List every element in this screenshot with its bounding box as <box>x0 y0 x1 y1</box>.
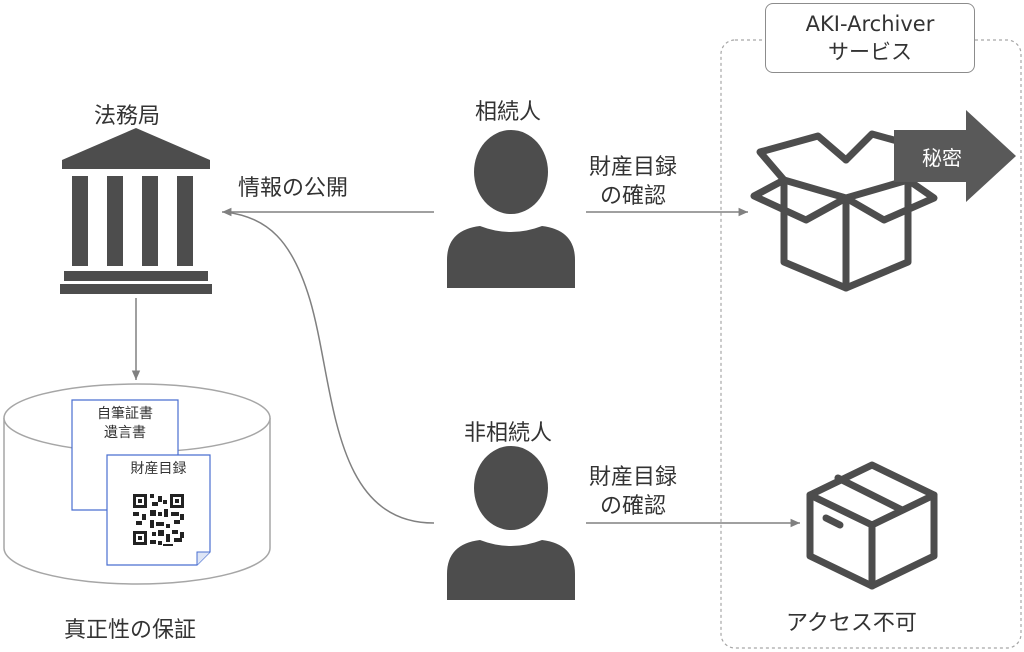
authenticity-label: 真正性の保証 <box>64 618 197 643</box>
secret-arrow <box>894 110 1016 202</box>
non-heir-check-line1: 財産目録 <box>588 465 677 490</box>
service-title-line1: AKI-Archiver <box>805 12 935 36</box>
non-heir-to-court-curve <box>225 211 435 524</box>
service-boundary <box>720 39 1022 649</box>
publish-label: 情報の公開 <box>238 176 349 201</box>
non-heir-label: 非相続人 <box>464 421 553 446</box>
heir-person-icon <box>447 130 575 288</box>
non-heir-check-label: 財産目録 の確認 <box>583 463 683 521</box>
secret-label: 秘密 <box>922 146 962 170</box>
service-title-line2: サービス <box>828 40 912 64</box>
non-heir-person-icon <box>447 446 575 600</box>
inventory-document <box>106 454 211 566</box>
legal-bureau-label: 法務局 <box>94 104 161 129</box>
will-line2: 遺言書 <box>104 425 146 441</box>
access-denied-label: アクセス不可 <box>786 611 917 636</box>
closed-box-icon <box>806 461 938 590</box>
service-title: AKI-Archiver サービス <box>765 3 975 73</box>
non-heir-check-line2: の確認 <box>599 494 666 519</box>
heir-check-label: 財産目録 の確認 <box>583 153 683 211</box>
heir-check-line1: 財産目録 <box>588 155 677 180</box>
inventory-document-label: 財産目録 <box>130 461 187 477</box>
heir-label: 相続人 <box>475 100 542 125</box>
courthouse-icon <box>60 128 212 294</box>
will-document-label: 自筆証書 遺言書 <box>72 405 178 443</box>
heir-check-line2: の確認 <box>599 184 666 209</box>
will-line1: 自筆証書 <box>97 406 153 422</box>
qr-code-icon <box>133 494 184 546</box>
